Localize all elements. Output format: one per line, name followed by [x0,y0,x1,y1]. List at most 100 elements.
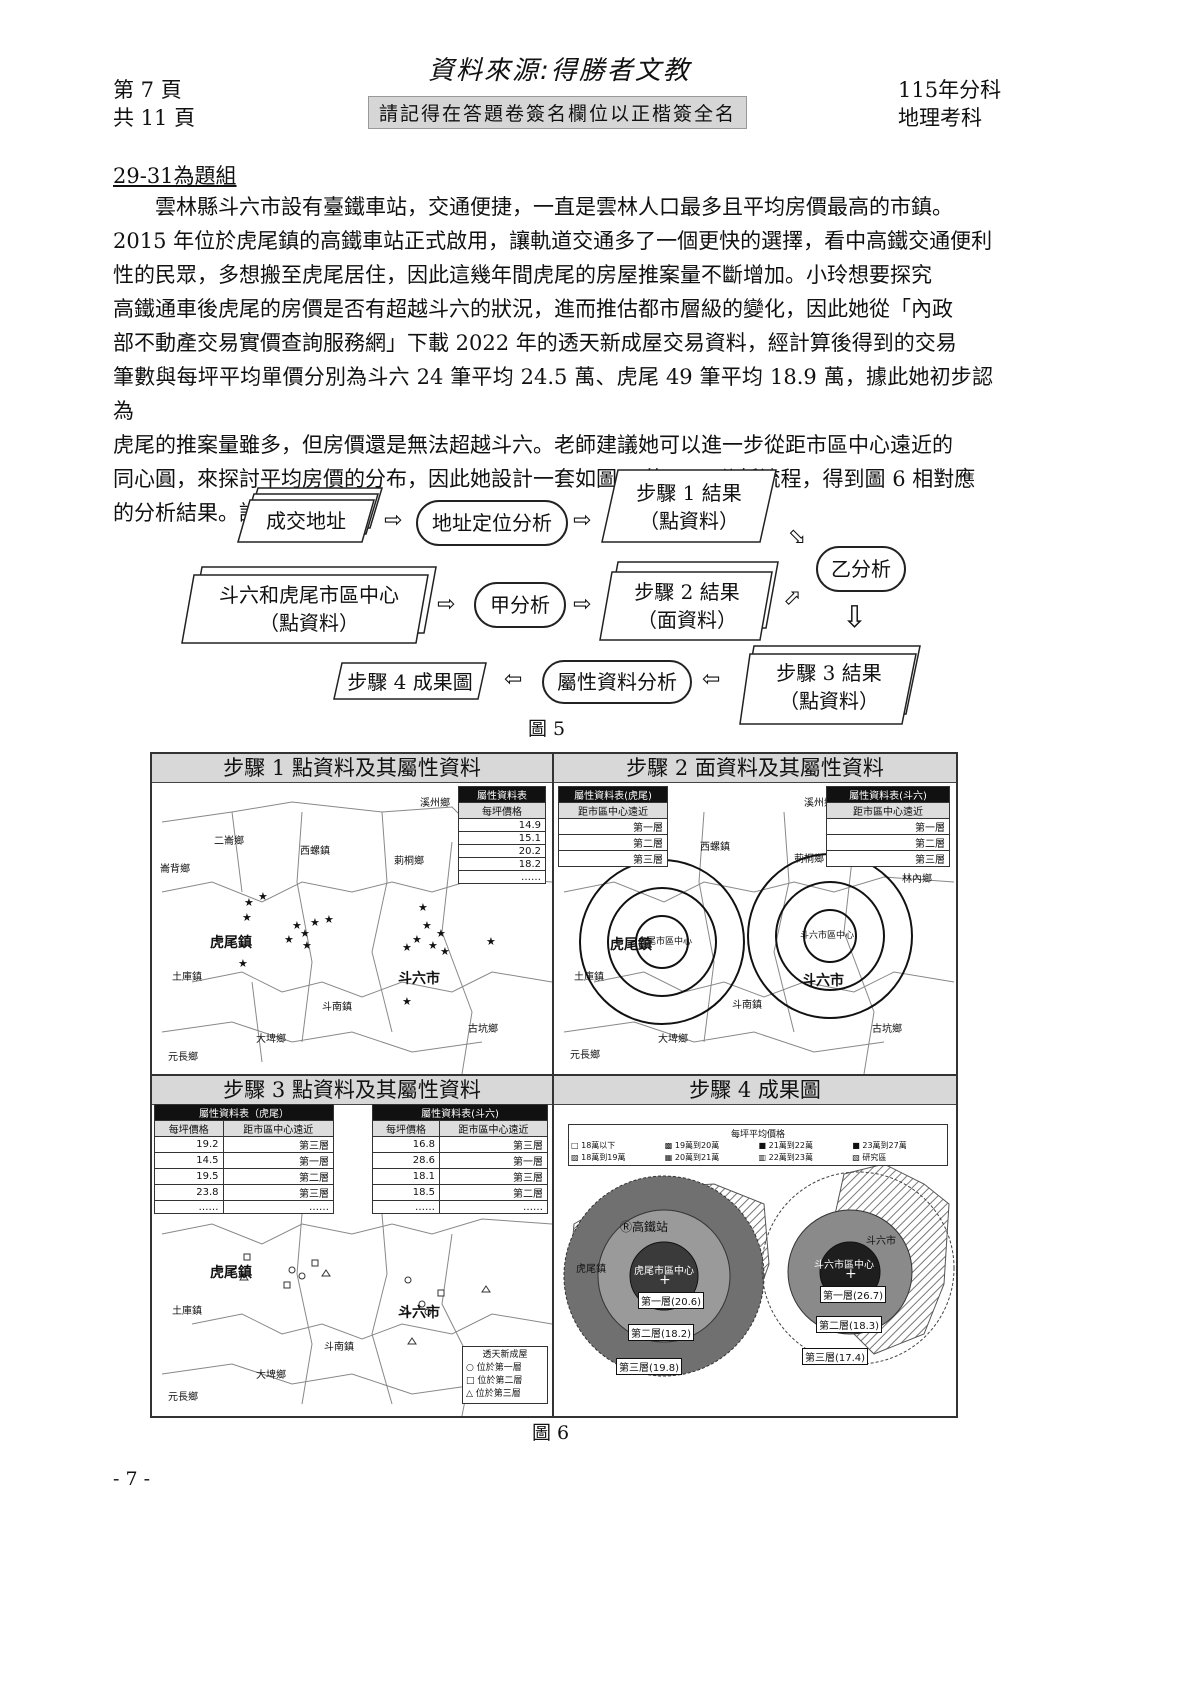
swatch-hatch-icon: ▧ [852,1153,860,1162]
step2-stack-shape [599,561,779,641]
legend-item: ▩ 19萬到20萬 [665,1140,758,1151]
attribute-table-douliu: 屬性資料表(斗六) 距市區中心遠近 第一層 第二層 第三層 [826,786,950,867]
legend-item: ▧ 研究區 [852,1152,945,1163]
table-title: 屬性資料表(斗六) [372,1104,548,1121]
center-label-huwei: 虎尾市區中心 [634,1266,694,1277]
center-cross-icon: + [845,1266,857,1282]
exam-subject: 地理考科 [898,106,982,130]
step1-type: （點資料） [639,509,739,533]
transaction-point: ★ [402,941,412,954]
ring-label: 第二層(18.3) [816,1316,883,1333]
table-title: 屬性資料表 [458,786,546,803]
legend-title: 每坪平均價格 [730,1130,785,1140]
table-cell: 第三層 [438,1168,549,1185]
ring-label: 第二層(18.2) [628,1324,695,1341]
ring-label: 第一層(26.7) [820,1286,887,1303]
table-cell: 18.5 [372,1184,440,1201]
table-header: 距市區中心遠近 [826,802,950,819]
legend-item: ▦ 20萬到21萬 [665,1152,758,1163]
legend-label: 位於第一層 [476,1363,522,1373]
legend-label: 19萬到20萬 [674,1141,720,1150]
panel-title: 步驟 3 點資料及其屬性資料 [152,1076,552,1105]
hsr-label: 高鐵站 [632,1220,669,1234]
table-header: 每坪價格 [154,1120,224,1137]
table-title: 屬性資料表(虎尾) [558,786,668,803]
table-cell: 15.1 [458,831,546,845]
step2-type: （面資料） [637,608,737,632]
legend-label: 位於第三層 [475,1389,521,1399]
panel-step2: 步驟 2 面資料及其屬性資料 溪州鄉 西螺鎮 莿桐鄉 林內鄉 虎尾鎮 [554,754,956,1076]
center-cross-icon: + [659,1272,671,1288]
stem-line: 2015 年位於虎尾鎮的高鐵車站正式啟用，讓軌道交通多了一個更快的選擇，看中高鐵… [113,229,993,253]
legend-label: 21萬到22萬 [768,1141,813,1150]
transaction-point: ★ [292,919,302,932]
transaction-point: ★ [436,927,446,940]
hsr-station-icon: Ⓡ [620,1220,633,1234]
left-arrow-icon: ⇦ [702,667,721,692]
sign-notice-stamp: 請記得在答題卷簽名欄位以正楷簽全名 [368,96,748,129]
table-header: 距市區中心遠近 [438,1120,549,1137]
transaction-point: ★ [428,939,438,952]
centers-title: 斗六和虎尾市區中心 [219,583,399,607]
exam-year: 115年分科 [898,78,1002,102]
figure-6-caption: 圖 6 [532,1422,570,1444]
transaction-point: ★ [302,939,312,952]
price-legend: 每坪平均價格 □ 18萬以下 ▩ 19萬到20萬 ■ 21萬到22萬 ■ 23萬… [568,1124,948,1166]
transaction-point: ★ [486,935,496,948]
town-label: 斗六市 [866,1236,896,1247]
table-title: 屬性資料表（虎尾） [154,1104,334,1121]
town-label: 虎尾鎮 [210,935,252,951]
town-label: 虎尾鎮 [210,1265,252,1281]
table-cell: 18.1 [372,1168,440,1185]
transaction-point: ★ [258,890,268,903]
legend-label: 18萬到19萬 [581,1153,626,1162]
ring-label: 第一層(20.6) [638,1292,705,1309]
table-cell: 第二層 [438,1184,549,1201]
legend-label: 位於第二層 [477,1376,523,1386]
stem-line: 部不動產交易實價查詢服務網」下載 2022 年的透天新成屋交易資料，經計算後得到… [113,331,957,355]
town-label: 斗南鎮 [324,1342,354,1353]
legend-item: ○ 位於第一層 [466,1362,544,1375]
town-label: 元長鄉 [168,1052,198,1063]
table-cell: …… [372,1200,440,1214]
geocode-oval: 地址定位分析 [416,500,568,546]
legend-label: 20萬到21萬 [674,1153,720,1162]
table-cell: …… [154,1200,224,1214]
step3-type: （點資料） [779,689,879,713]
town-label: 斗南鎮 [322,1002,352,1013]
panel-title: 步驟 1 點資料及其屬性資料 [152,754,552,783]
table-cell: 第一層 [222,1152,335,1169]
a-analysis-oval: 甲分析 [474,582,566,628]
town-label: 土庫鎮 [172,972,202,983]
town-label: 土庫鎮 [574,972,604,983]
step2-title: 步驟 2 結果 [634,580,740,604]
legend-title: 透天新成屋 [482,1350,528,1360]
stem-line: 雲林縣斗六市設有臺鐵車站，交通便捷，一直是雲林人口最多且平均房價最高的市鎮。 [113,195,953,219]
page-number: 第 7 頁 [113,78,182,102]
swatch-dark-icon: ■ [758,1141,767,1150]
step3-title: 步驟 3 結果 [776,661,882,685]
town-label: 古坑鄉 [872,1024,902,1035]
total-pages: 共 11 頁 [113,106,196,130]
legend-item: △ 位於第三層 [466,1388,544,1401]
table-header: 距市區中心遠近 [222,1120,335,1137]
table-cell: 14.9 [458,818,546,832]
transaction-point: ★ [242,911,252,924]
table-cell: 第一層 [558,818,668,835]
step1-box: 步驟 1 結果 （點資料） [614,472,764,542]
legend-label: 23萬到27萬 [862,1141,907,1150]
figure-6: 步驟 1 點資料及其屬性資料 溪州鄉 二崙鄉 西螺鎮 莿桐鄉 崙背鄉 虎尾鎮 土… [150,752,958,1418]
stem-line: 性的民眾，多想搬至虎尾居住，因此這幾年間虎尾的房屋推案量不斷增加。小玲想要探究 [113,263,932,287]
table-cell: 第三層 [438,1136,549,1153]
town-label: 斗六市 [802,973,844,989]
table-title: 屬性資料表(斗六) [826,786,950,803]
center-label-huwei: 虎尾市區中心 [638,937,693,947]
step2-box: 步驟 2 結果 （面資料） [612,574,762,638]
town-label: 莿桐鄉 [394,856,424,867]
legend-item: ■ 21萬到22萬 [759,1140,852,1151]
legend-item: □ 18萬以下 [571,1140,664,1151]
legend-item: □ 位於第二層 [466,1375,544,1388]
table-cell: 14.5 [154,1152,224,1169]
left-arrow-icon: ⇦ [504,667,523,692]
